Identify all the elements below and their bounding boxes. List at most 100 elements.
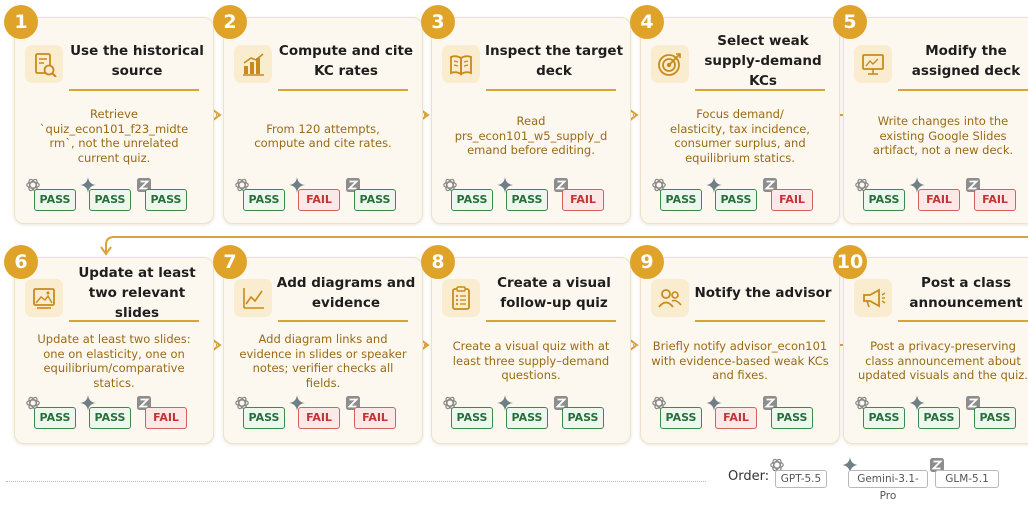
clipboard-checklist-icon — [442, 279, 480, 317]
step-title: Inspect the target deck — [484, 43, 624, 79]
bar-chart-icon — [234, 45, 272, 83]
step-description: Focus demand/ elasticity, tax incidence,… — [670, 107, 810, 165]
step-number-badge: 10 — [833, 245, 867, 279]
result-chip: PASS — [863, 407, 905, 429]
result-chip: FAIL — [298, 189, 340, 211]
glm-z-logo-icon — [136, 395, 152, 411]
title-divider — [69, 320, 199, 322]
result-chip: FAIL — [974, 189, 1016, 211]
glm-z-logo-icon — [345, 395, 361, 411]
legend-model-name: GPT-5.5 — [775, 470, 827, 488]
gemini-sparkle-icon — [909, 395, 925, 411]
result-chip: PASS — [243, 189, 285, 211]
flow-arrow — [420, 339, 430, 351]
gemini-sparkle-icon — [909, 177, 925, 193]
result-chip: FAIL — [918, 189, 960, 211]
gemini-sparkle-icon — [706, 395, 722, 411]
gemini-sparkle-icon — [80, 395, 96, 411]
gemini-sparkle-icon — [842, 457, 858, 473]
result-chip: PASS — [451, 407, 493, 429]
openai-logo-icon — [25, 177, 41, 193]
step-description: Read prs_econ101_w5_supply_d emand befor… — [454, 114, 608, 158]
result-chip: PASS — [506, 407, 548, 429]
legend-model-name: GLM-5.1 — [935, 470, 999, 488]
row-wrap-arrow — [100, 236, 1028, 256]
legend-model-name: Gemini-3.1-Pro — [848, 470, 928, 502]
presentation-board-icon — [854, 45, 892, 83]
step-description: Retrieve `quiz_econ101_f23_midte rm`, no… — [39, 107, 189, 165]
result-chip: FAIL — [771, 189, 813, 211]
step-title: Compute and cite KC rates — [278, 43, 414, 79]
step-number-badge: 6 — [4, 245, 38, 279]
line-graph-icon — [234, 279, 272, 317]
result-chip: PASS — [660, 407, 702, 429]
title-divider — [695, 320, 825, 322]
step-description: Add diagram links and evidence in slides… — [239, 332, 407, 390]
gemini-sparkle-icon — [289, 395, 305, 411]
gemini-sparkle-icon — [289, 177, 305, 193]
gemini-sparkle-icon — [80, 177, 96, 193]
megaphone-icon — [854, 279, 892, 317]
result-chip: PASS — [354, 189, 396, 211]
title-divider — [486, 320, 616, 322]
step-title: Update at least two relevant slides — [78, 265, 196, 321]
result-chip: PASS — [506, 189, 548, 211]
gemini-sparkle-icon — [497, 395, 513, 411]
flow-arrow — [420, 109, 430, 121]
result-chip: FAIL — [145, 407, 187, 429]
glm-z-logo-icon — [553, 395, 569, 411]
flow-arrow — [212, 339, 222, 351]
flow-arrow — [629, 339, 639, 351]
step-title: Use the historical source — [70, 43, 204, 79]
target-icon — [651, 45, 689, 83]
result-chip: PASS — [243, 407, 285, 429]
result-chip: PASS — [34, 189, 76, 211]
step-description: Post a privacy-preserving class announce… — [858, 339, 1028, 383]
openai-logo-icon — [854, 177, 870, 193]
result-chip: FAIL — [562, 189, 604, 211]
openai-logo-icon — [769, 457, 785, 473]
glm-z-logo-icon — [345, 177, 361, 193]
step-description: From 120 attempts, compute and cite rate… — [254, 121, 392, 151]
gemini-sparkle-icon — [706, 177, 722, 193]
step-number-badge: 4 — [630, 5, 664, 39]
slide-image-icon — [25, 279, 63, 317]
glm-z-logo-icon — [136, 177, 152, 193]
title-divider — [486, 89, 616, 91]
step-number-badge: 7 — [213, 245, 247, 279]
step-number-badge: 2 — [213, 5, 247, 39]
step-number-badge: 8 — [421, 245, 455, 279]
result-chip: PASS — [771, 407, 813, 429]
open-book-icon — [442, 45, 480, 83]
result-chip: FAIL — [298, 407, 340, 429]
result-chip: PASS — [34, 407, 76, 429]
flow-arrow — [629, 109, 639, 121]
glm-z-logo-icon — [965, 177, 981, 193]
flow-arrow — [212, 109, 222, 121]
glm-z-logo-icon — [553, 177, 569, 193]
glm-z-logo-icon — [762, 177, 778, 193]
result-chip: PASS — [89, 189, 131, 211]
result-chip: FAIL — [354, 407, 396, 429]
result-chip: FAIL — [715, 407, 757, 429]
step-title: Notify the advisor — [694, 285, 832, 301]
step-title: Post a class announcement — [909, 275, 1023, 311]
users-icon — [651, 279, 689, 317]
step-title: Create a visual follow-up quiz — [497, 275, 611, 311]
footer-divider — [6, 481, 706, 482]
document-search-icon — [25, 45, 63, 83]
title-divider — [278, 89, 408, 91]
result-chip: PASS — [974, 407, 1016, 429]
result-chip: PASS — [562, 407, 604, 429]
result-chip: PASS — [451, 189, 493, 211]
step-number-badge: 3 — [421, 5, 455, 39]
title-divider — [278, 320, 408, 322]
step-description: Create a visual quiz with at least three… — [452, 339, 610, 383]
gemini-sparkle-icon — [497, 177, 513, 193]
step-number-badge: 9 — [630, 245, 664, 279]
result-chip: PASS — [863, 189, 905, 211]
title-divider — [898, 320, 1028, 322]
step-number-badge: 5 — [833, 5, 867, 39]
step-title: Add diagrams and evidence — [276, 275, 416, 311]
